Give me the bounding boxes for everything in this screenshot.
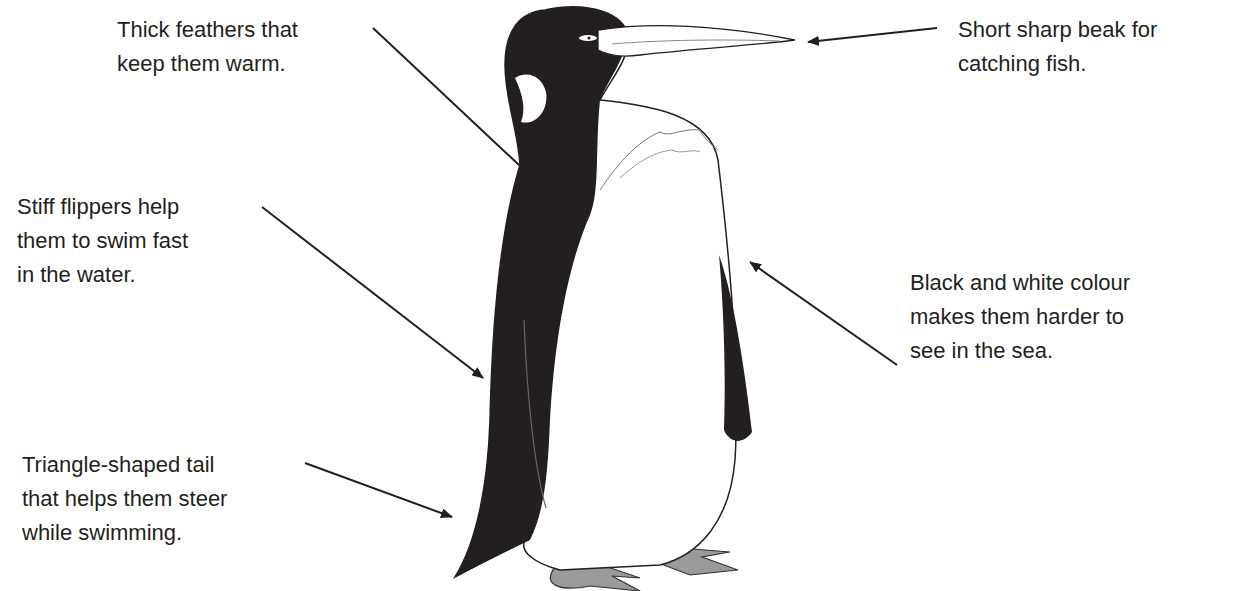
penguin-eye-dot	[587, 36, 590, 39]
penguin-body	[455, 7, 736, 577]
callout-label: Black and white colour makes them harder…	[910, 266, 1145, 368]
callout-label: Short sharp beak for catching fish.	[958, 13, 1183, 81]
callout-box: Stiff flippers help them to swim fast in…	[17, 190, 202, 292]
leader-line	[262, 207, 483, 378]
callout-box: Triangle-shaped tail that helps them ste…	[22, 448, 237, 550]
callout-box: Thick feathers that keep them warm.	[117, 13, 322, 81]
leader-line	[305, 463, 452, 517]
callout-box: Short sharp beak for catching fish.	[958, 13, 1183, 81]
penguin-flipper	[719, 255, 752, 441]
callout-label: Thick feathers that keep them warm.	[117, 13, 322, 81]
penguin-beak-line	[612, 40, 780, 44]
feather-marks	[620, 150, 700, 178]
penguin-flipper-edge	[524, 320, 546, 508]
leader-line	[750, 262, 897, 365]
leader-line	[808, 28, 937, 42]
callout-label: Triangle-shaped tail that helps them ste…	[22, 448, 237, 550]
penguin-back	[455, 7, 628, 577]
penguin-ear-patch	[515, 74, 546, 122]
penguin-eye	[579, 35, 597, 41]
penguin-beak	[598, 26, 795, 57]
feather-marks	[600, 130, 718, 190]
callout-label: Stiff flippers help them to swim fast in…	[17, 190, 202, 292]
leader-line	[373, 28, 535, 180]
callout-box: Black and white colour makes them harder…	[910, 266, 1145, 368]
